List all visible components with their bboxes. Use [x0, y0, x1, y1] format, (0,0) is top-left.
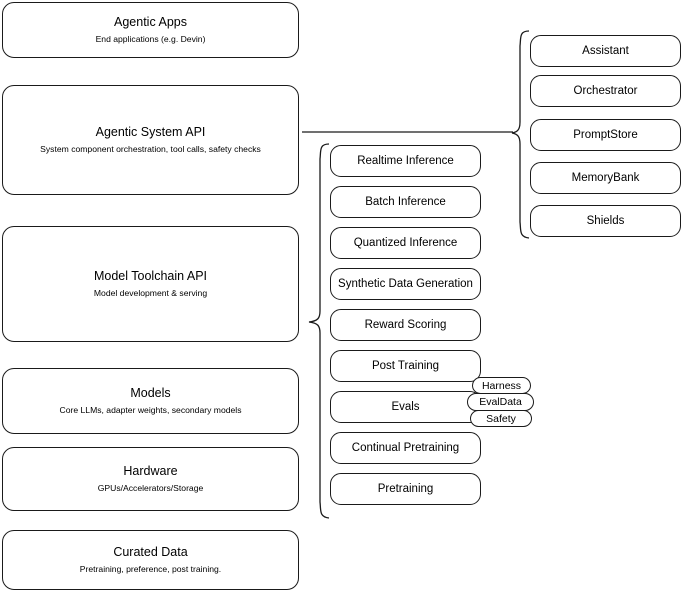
layer-subtitle: System component orchestration, tool cal… — [40, 144, 261, 154]
capability-label: Synthetic Data Generation — [338, 278, 473, 290]
capability-label: Post Training — [371, 360, 440, 372]
brace-system — [511, 30, 530, 239]
layer-model-toolchain-api[interactable]: Model Toolchain API Model development & … — [2, 226, 299, 342]
layer-models[interactable]: Models Core LLMs, adapter weights, secon… — [2, 368, 299, 434]
capability-synthetic-data-generation[interactable]: Synthetic Data Generation — [330, 268, 481, 300]
brace-toolchain — [308, 143, 330, 519]
layer-subtitle: End applications (e.g. Devin) — [95, 34, 206, 44]
component-assistant[interactable]: Assistant — [530, 35, 681, 67]
capability-label: Pretraining — [377, 483, 434, 495]
layer-title: Curated Data — [113, 545, 188, 559]
component-shields[interactable]: Shields — [530, 205, 681, 237]
component-label: Shields — [586, 215, 625, 227]
eval-tag-eval-data[interactable]: EvalData — [467, 393, 534, 411]
layer-hardware[interactable]: Hardware GPUs/Accelerators/Storage — [2, 447, 299, 511]
capability-evals[interactable]: Evals — [330, 391, 481, 423]
capability-label: Reward Scoring — [364, 319, 447, 331]
eval-tag-label: EvalData — [479, 396, 522, 408]
capability-continual-pretraining[interactable]: Continual Pretraining — [330, 432, 481, 464]
component-prompt-store[interactable]: PromptStore — [530, 119, 681, 151]
component-orchestrator[interactable]: Orchestrator — [530, 75, 681, 107]
capability-label: Batch Inference — [365, 196, 446, 208]
layer-title: Agentic Apps — [114, 15, 187, 29]
capability-pretraining[interactable]: Pretraining — [330, 473, 481, 505]
capability-label: Quantized Inference — [353, 237, 458, 249]
layer-title: Agentic System API — [95, 125, 206, 139]
component-label: MemoryBank — [571, 172, 640, 184]
capability-reward-scoring[interactable]: Reward Scoring — [330, 309, 481, 341]
capability-label: Continual Pretraining — [351, 442, 460, 454]
layer-subtitle: Pretraining, preference, post training. — [79, 564, 222, 574]
component-label: Orchestrator — [573, 85, 638, 97]
layer-subtitle: Core LLMs, adapter weights, secondary mo… — [59, 405, 242, 415]
capability-label: Evals — [391, 401, 420, 413]
component-memory-bank[interactable]: MemoryBank — [530, 162, 681, 194]
capability-post-training[interactable]: Post Training — [330, 350, 481, 382]
capability-quantized-inference[interactable]: Quantized Inference — [330, 227, 481, 259]
layer-agentic-apps[interactable]: Agentic Apps End applications (e.g. Devi… — [2, 2, 299, 58]
layer-subtitle: Model development & serving — [93, 288, 208, 298]
capability-label: Realtime Inference — [357, 155, 454, 167]
eval-tag-label: Safety — [486, 412, 516, 425]
layer-agentic-system-api[interactable]: Agentic System API System component orch… — [2, 85, 299, 195]
capability-batch-inference[interactable]: Batch Inference — [330, 186, 481, 218]
layer-title: Models — [130, 386, 171, 400]
component-label: PromptStore — [573, 129, 638, 141]
eval-tag-label: Harness — [481, 379, 522, 392]
eval-tag-harness[interactable]: Harness — [472, 377, 531, 394]
component-label: Assistant — [582, 45, 629, 57]
layer-curated-data[interactable]: Curated Data Pretraining, preference, po… — [2, 530, 299, 590]
layer-title: Hardware — [123, 464, 178, 478]
layer-title: Model Toolchain API — [93, 269, 208, 283]
capability-realtime-inference[interactable]: Realtime Inference — [330, 145, 481, 177]
layer-subtitle: GPUs/Accelerators/Storage — [97, 483, 204, 493]
eval-tag-safety[interactable]: Safety — [470, 410, 532, 427]
